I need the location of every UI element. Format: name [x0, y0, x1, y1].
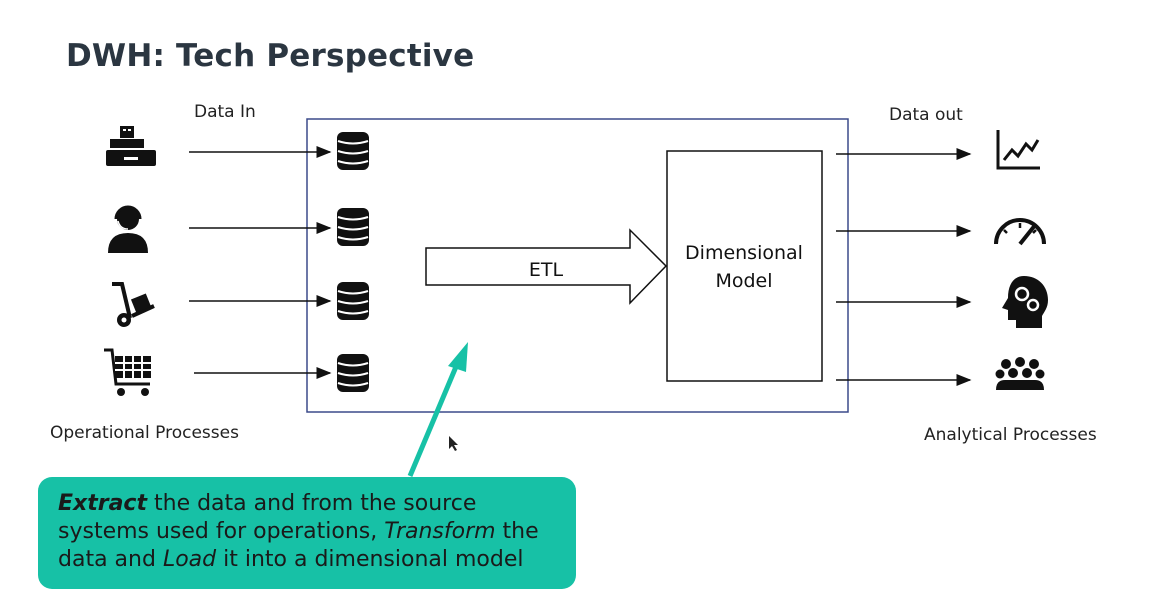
dimensional-model-box: [666, 150, 823, 382]
operational-processes-label: Operational Processes: [50, 423, 239, 443]
callout-extract: Extract: [58, 491, 147, 516]
data-out-label: Data out: [889, 105, 963, 125]
callout-text-3: it into a dimensional model: [216, 547, 524, 572]
audience-icon: [995, 357, 1045, 390]
page-title: DWH: Tech Perspective: [66, 38, 475, 74]
callout-transform: Transform: [384, 519, 496, 544]
callout-text-2: the data and: [58, 519, 539, 572]
database-icon: [337, 282, 369, 320]
head-gears-icon: [1002, 276, 1048, 328]
dwh-frame: [306, 118, 849, 413]
line-chart-icon: [996, 130, 1040, 170]
data-in-label: Data In: [194, 102, 256, 122]
cash-register-icon: [106, 126, 156, 166]
etl-label: ETL: [529, 259, 564, 281]
shopping-cart-icon: [104, 348, 151, 396]
callout-pointer: [407, 361, 461, 477]
callout-text-1: the data and from the source systems use…: [58, 491, 477, 544]
dimensional-model-label-line2: Model: [715, 270, 772, 292]
etl-explanation-callout: Extract the data and from the source sys…: [38, 477, 576, 589]
callout-pointer-head: [448, 342, 468, 372]
database-icon: [337, 208, 369, 246]
mouse-cursor-icon: [449, 436, 458, 451]
callout-load: Load: [162, 547, 217, 572]
etl-arrow: [425, 228, 668, 305]
hand-truck-icon: [112, 282, 155, 327]
dimensional-model-label-line1: Dimensional: [685, 242, 803, 264]
database-icon: [337, 132, 369, 170]
gauge-icon: [994, 218, 1046, 246]
analytical-processes-label: Analytical Processes: [924, 425, 1097, 445]
call-center-agent-icon: [108, 205, 148, 253]
database-icon: [337, 354, 369, 392]
